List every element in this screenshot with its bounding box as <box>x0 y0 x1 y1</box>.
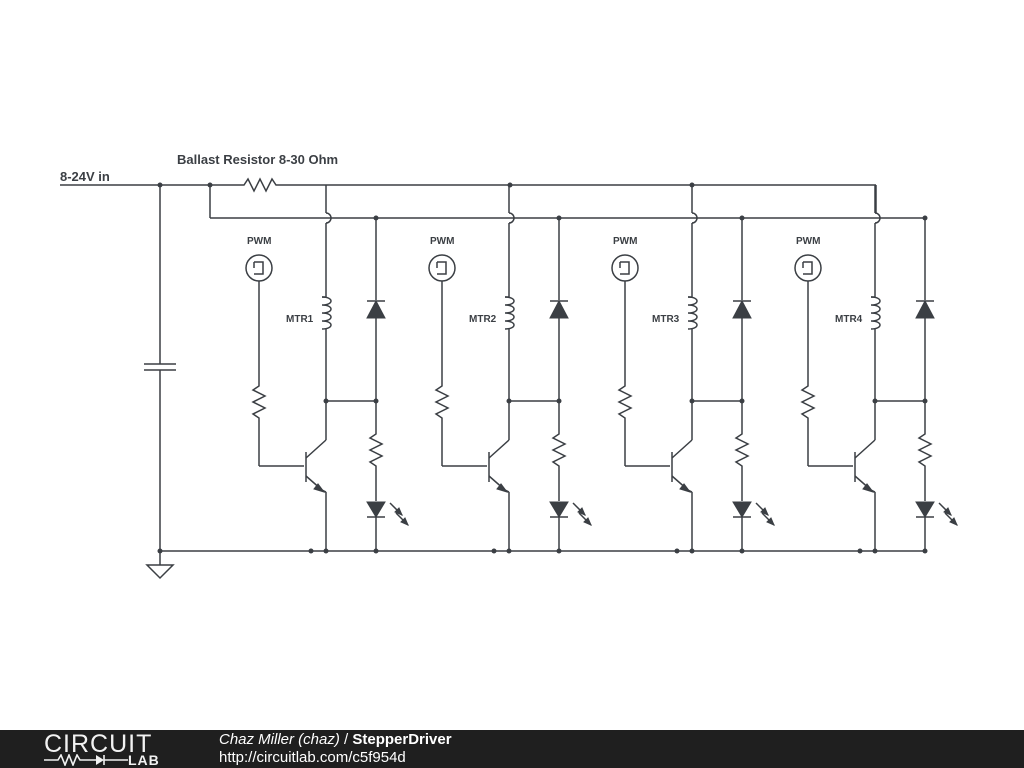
motor-label: MTR3 <box>652 314 680 325</box>
author-title-line: Chaz Miller (chaz) / StepperDriver <box>219 731 452 748</box>
led-resistor <box>551 430 567 470</box>
pwm-label: PWM <box>430 236 454 247</box>
motor-coil <box>321 296 332 330</box>
flyback-diode <box>549 299 569 319</box>
indicator-led <box>366 501 386 518</box>
pwm-source-icon <box>245 254 273 282</box>
indicator-led <box>549 501 569 518</box>
indicator-led <box>732 501 752 518</box>
led-resistor <box>917 430 933 470</box>
author-name[interactable]: Chaz Miller (chaz) <box>219 731 340 748</box>
pwm-label: PWM <box>796 236 820 247</box>
motor-label: MTR4 <box>835 314 863 325</box>
driver-channel-2: MTR2 PWM <box>428 185 592 554</box>
indicator-led <box>915 501 935 518</box>
circuit-schematic: 8-24V in Ballast Resistor 8-30 Ohm MTR1 P… <box>60 152 958 580</box>
circuitlab-logo-lab: LAB <box>128 752 160 768</box>
base-resistor <box>617 382 633 422</box>
flyback-diode <box>366 299 386 319</box>
motor-coil <box>687 296 698 330</box>
flyback-diode <box>732 299 752 319</box>
led-resistor <box>734 430 750 470</box>
pwm-source-icon <box>794 254 822 282</box>
base-resistor <box>800 382 816 422</box>
ballast-resistor <box>240 177 280 193</box>
circuitlab-logo[interactable]: CIRCUIT <box>44 730 153 758</box>
input-voltage-label: 8-24V in <box>60 169 110 184</box>
footer-bar: CIRCUIT LAB Chaz Miller (chaz) / Stepper… <box>0 730 1024 768</box>
pwm-source-icon <box>428 254 456 282</box>
motor-coil <box>870 296 881 330</box>
driver-channel-3: MTR3 PWM <box>611 185 775 554</box>
filter-capacitor <box>144 185 176 551</box>
driver-channel-1: MTR1 PWM <box>245 185 409 554</box>
motor-label: MTR2 <box>469 314 497 325</box>
circuit-title[interactable]: StepperDriver <box>352 731 452 748</box>
motor-label: MTR1 <box>286 314 314 325</box>
circuit-url-link[interactable]: http://circuitlab.com/c5f954d <box>219 749 406 766</box>
base-resistor <box>434 382 450 422</box>
supply-rail <box>60 177 925 219</box>
pwm-source-icon <box>611 254 639 282</box>
resistor-diode-logo-icon <box>44 754 128 766</box>
flyback-diode <box>915 299 935 319</box>
ground-rail <box>145 548 925 580</box>
title-separator: / <box>339 731 353 748</box>
motor-coil <box>504 296 515 330</box>
driver-channels: MTR1 PWM MTR2 PWM MTR3 PWM MTR4 PWM <box>245 185 958 554</box>
driver-channel-4: MTR4 PWM <box>794 185 958 554</box>
pwm-label: PWM <box>613 236 637 247</box>
base-resistor <box>251 382 267 422</box>
ballast-resistor-label: Ballast Resistor 8-30 Ohm <box>177 152 338 167</box>
led-resistor <box>368 430 384 470</box>
ground-symbol <box>145 564 175 580</box>
pwm-label: PWM <box>247 236 271 247</box>
